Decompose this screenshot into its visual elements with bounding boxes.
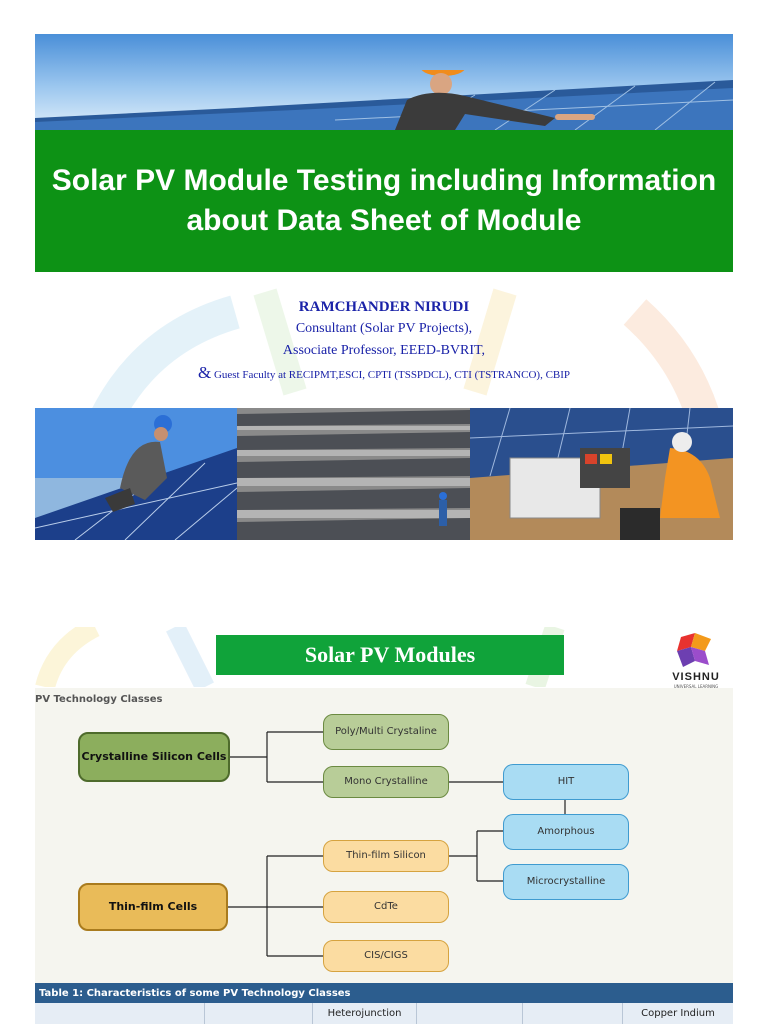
node-thin-film-cells: Thin-film Cells — [78, 883, 228, 931]
title-slide: Solar PV Module Testing including Inform… — [35, 34, 733, 540]
ampersand: & — [197, 363, 212, 382]
table-header-cell-copper-indium: Copper Indium — [641, 1008, 715, 1019]
solar-panels-graphic — [35, 70, 733, 130]
slide-title: Solar PV Modules — [216, 635, 564, 675]
table-header-cell — [523, 1003, 623, 1024]
vishnu-logo-icon — [677, 633, 711, 667]
guest-faculty-text: Guest Faculty at RECIPMT,ESCI, CPTI (TSS… — [213, 369, 571, 381]
photo-technicians-testing — [470, 408, 733, 540]
header-photo-solar-installer — [35, 34, 733, 130]
photo-solar-farm — [237, 408, 470, 540]
node-crystalline-silicon: Crystalline Silicon Cells — [78, 732, 230, 782]
photo-collage — [35, 408, 733, 540]
vishnu-tagline: UNIVERSAL LEARNING — [673, 684, 719, 689]
table-header-cell — [35, 1003, 205, 1024]
vishnu-brand-name: VISHNU — [672, 671, 720, 683]
title-line-1: Solar PV Module Testing including Inform… — [51, 164, 717, 197]
author-role-professor: Associate Professor, EEED-BVRIT, — [282, 343, 486, 358]
node-thin-film-silicon: Thin-film Silicon — [323, 840, 449, 872]
diagram-connectors — [228, 731, 566, 957]
node-poly-multi: Poly/Multi Crystaline — [323, 714, 449, 750]
author-name: RAMCHANDER NIRUDI — [298, 299, 470, 315]
node-mono-crystalline: Mono Crystalline — [323, 766, 449, 798]
table-header-cell — [417, 1003, 523, 1024]
node-hit: HIT — [503, 764, 629, 800]
author-role-consultant: Consultant (Solar PV Projects), — [295, 321, 473, 336]
title-line-2: about Data Sheet of Module — [186, 204, 582, 237]
table-caption: Table 1: Characteristics of some PV Tech… — [35, 983, 733, 1003]
content-slide: Solar PV Modules VISHNU UNIVERSAL LEARNI… — [35, 627, 733, 1024]
section-label: PV Technology Classes — [35, 694, 163, 705]
author-guest-faculty: & Guest Faculty at RECIPMT,ESCI, CPTI (T… — [35, 362, 733, 386]
vishnu-logo: VISHNU UNIVERSAL LEARNING — [661, 631, 731, 689]
node-amorphous: Amorphous — [503, 814, 629, 850]
author-block: RAMCHANDER NIRUDI Consultant (Solar PV P… — [35, 296, 733, 386]
presentation-title: Solar PV Module Testing including Inform… — [35, 130, 733, 272]
node-cdte: CdTe — [323, 891, 449, 923]
node-cis-cigs: CIS/CIGS — [323, 940, 449, 972]
node-microcrystalline: Microcrystalline — [503, 864, 629, 900]
table-header-row: Heterojunction Copper Indium — [35, 1003, 733, 1024]
table-header-cell-heterojunction: Heterojunction — [313, 1003, 417, 1024]
photo-rooftop-installer — [35, 408, 237, 540]
pv-technology-diagram: PV Technology Classes — [35, 688, 733, 983]
table-header-cell — [205, 1003, 313, 1024]
